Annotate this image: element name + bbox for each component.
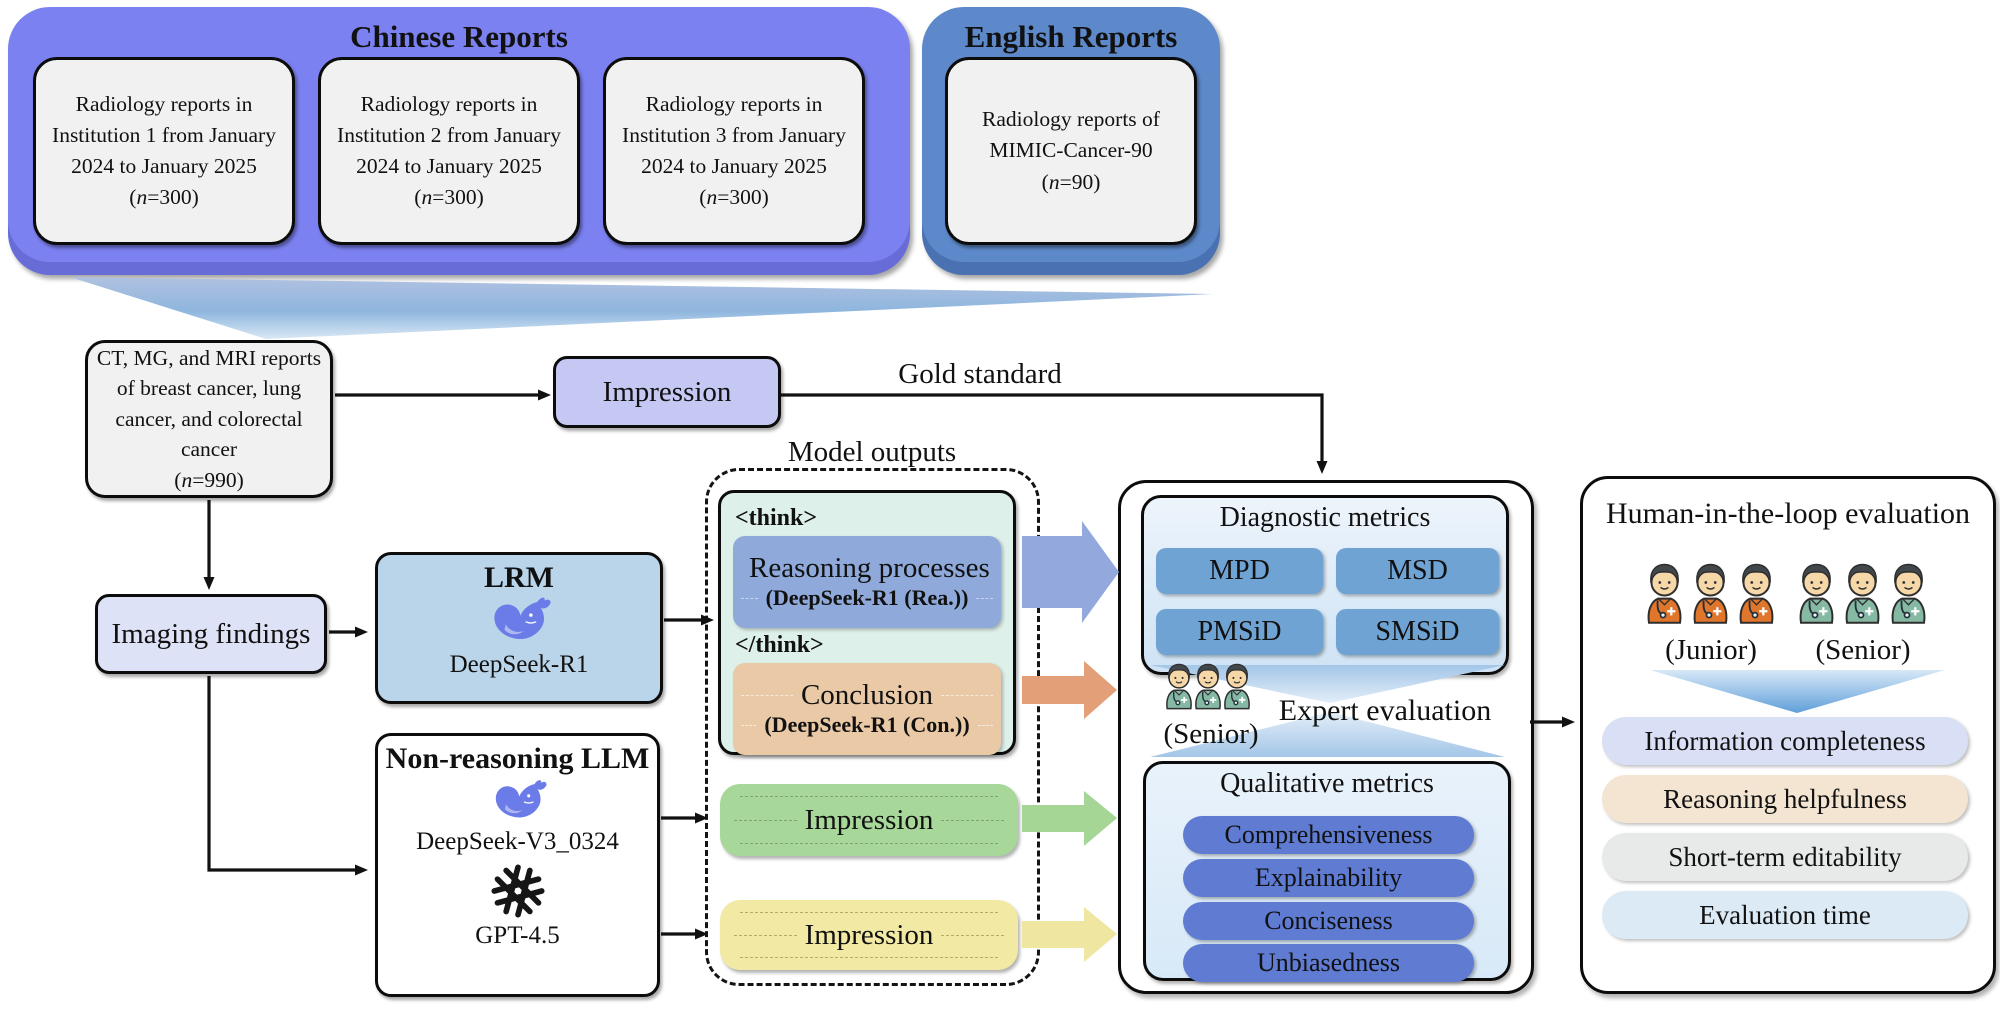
criterion-evaluation-time: Evaluation time <box>1602 891 1968 939</box>
english-reports-title: English Reports <box>964 19 1178 54</box>
expert-senior-label: (Senior) <box>1163 718 1259 750</box>
deepseek-whale-icon <box>495 780 546 818</box>
report-box-institution-1: Radiology reports in Institution 1 from … <box>33 57 295 245</box>
metric-msd: MSD <box>1336 548 1499 594</box>
reasoning-processes-box: Reasoning processes (DeepSeek-R1 (Rea.)) <box>733 535 1001 628</box>
ct-reports-box: CT, MG, and MRI reports of breast cancer… <box>85 340 333 498</box>
doctor-icon <box>1891 563 1926 624</box>
think-output-box: <think> Reasoning processes (DeepSeek-R1… <box>718 490 1016 755</box>
deepseek-whale-icon <box>494 597 551 640</box>
deepseek-v3-name: DeepSeek-V3_0324 <box>416 828 619 855</box>
non-reasoning-title: Non-reasoning LLM <box>385 742 650 775</box>
doctor-icon <box>1224 663 1250 710</box>
criterion-short-term-editability: Short-term editability <box>1602 833 1968 881</box>
pill-comprehensiveness: Comprehensiveness <box>1183 816 1474 854</box>
lrm-box: LRM DeepSeek-R1 <box>375 552 663 704</box>
criterion-information-completeness: Information completeness <box>1602 717 1968 765</box>
diagnostic-metrics-title: Diagnostic metrics <box>1219 502 1431 533</box>
hitl-junior-doctors <box>1642 562 1780 624</box>
gpt45-name: GPT-4.5 <box>475 922 560 949</box>
dataset-funnel-shape <box>70 277 1213 339</box>
gold-standard-label: Gold standard <box>898 358 1062 390</box>
report-box-institution-2: Radiology reports in Institution 2 from … <box>318 57 580 245</box>
report-box-institution-3: Radiology reports in Institution 3 from … <box>603 57 865 245</box>
sample-size: (n=300) <box>129 185 199 210</box>
sample-size: (n=300) <box>414 185 484 210</box>
metric-smsid: SMSiD <box>1336 609 1499 655</box>
sample-size: (n=990) <box>174 467 244 492</box>
doctor-icon <box>1693 563 1728 624</box>
pill-explainability: Explainability <box>1183 859 1474 897</box>
model-outputs-label: Model outputs <box>787 436 957 468</box>
lrm-title: LRM <box>484 561 554 594</box>
senior-label: (Senior) <box>1815 634 1911 666</box>
gold-standard-impression-box: Impression <box>553 356 781 428</box>
diagnostic-metrics-panel: Diagnostic metrics MPD MSD PMSiD SMSiD <box>1141 495 1509 675</box>
think-open-tag: <think> <box>735 505 818 531</box>
impression-v3-box: Impression <box>720 784 1018 856</box>
conclusion-box: Conclusion (DeepSeek-R1 (Con.)) <box>733 662 1001 755</box>
chinese-reports-panel: Chinese Reports Radiology reports in Ins… <box>8 7 910 275</box>
pill-unbiasedness: Unbiasedness <box>1183 944 1474 982</box>
imaging-findings-box: Imaging findings <box>95 594 327 674</box>
qualitative-metrics-panel: Qualitative metrics Comprehensiveness Ex… <box>1143 761 1511 982</box>
english-reports-panel: English Reports Radiology reports of MIM… <box>922 7 1220 275</box>
openai-logo-icon <box>490 864 545 918</box>
junior-label: (Junior) <box>1665 634 1757 666</box>
think-close-tag: </think> <box>735 631 824 658</box>
chinese-reports-title: Chinese Reports <box>350 19 568 54</box>
non-reasoning-llm-box: Non-reasoning LLM DeepSeek-V3_0324 GPT-4… <box>375 733 660 997</box>
qualitative-metrics-title: Qualitative metrics <box>1220 768 1434 799</box>
hitl-senior-doctors <box>1794 562 1932 624</box>
lrm-model-name: DeepSeek-R1 <box>449 651 589 678</box>
impression-gpt-box: Impression <box>720 900 1018 970</box>
pill-conciseness: Conciseness <box>1183 902 1474 940</box>
sample-size: (n=90) <box>1041 169 1101 194</box>
report-box-mimic: Radiology reports of MIMIC-Cancer-90 (n=… <box>945 57 1197 245</box>
expert-senior-doctors <box>1162 662 1250 710</box>
metric-pmsid: PMSiD <box>1156 609 1323 655</box>
hitl-title: Human-in-the-loop evaluation <box>1605 497 1971 530</box>
doctor-icon <box>1799 563 1834 624</box>
sample-size: (n=300) <box>699 185 769 210</box>
doctor-icon <box>1739 563 1774 624</box>
metric-mpd: MPD <box>1156 548 1323 594</box>
expert-evaluation-label: Expert evaluation <box>1278 694 1492 727</box>
model-outputs-container <box>705 468 1040 986</box>
criterion-reasoning-helpfulness: Reasoning helpfulness <box>1602 775 1968 823</box>
doctor-icon <box>1845 563 1880 624</box>
doctor-icon <box>1647 563 1682 624</box>
arrow-imaging-to-nonllm <box>207 676 368 876</box>
